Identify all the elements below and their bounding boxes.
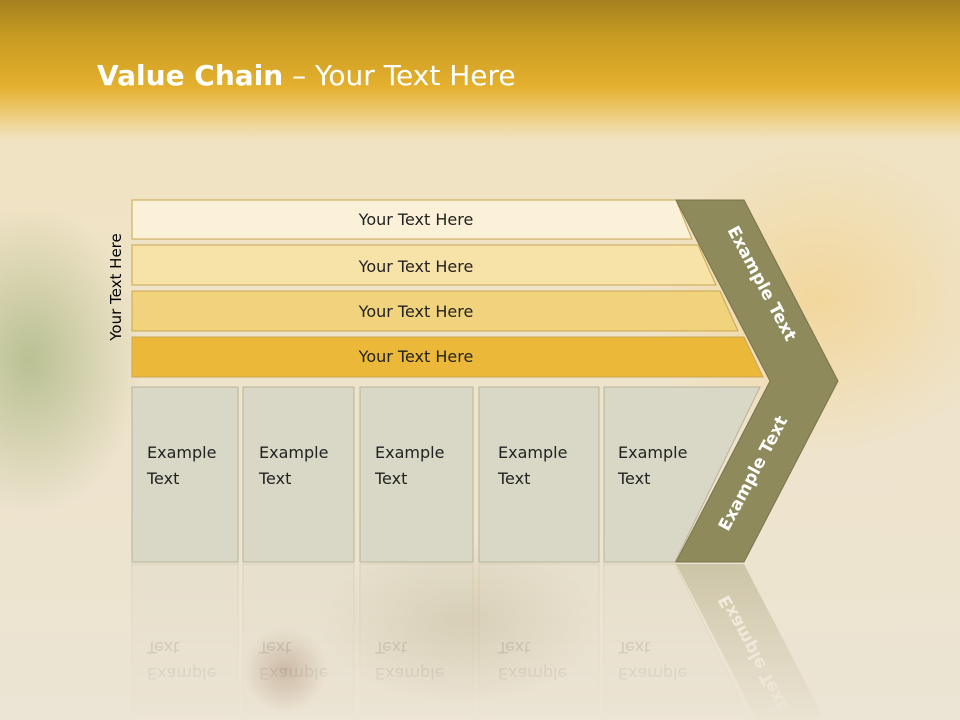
band-1 bbox=[131, 199, 693, 240]
reflection-box-1-line1: Example bbox=[147, 664, 216, 683]
box-1 bbox=[131, 386, 239, 563]
box-4-line1: Example bbox=[498, 443, 567, 462]
reflection-box-3-line2: Text bbox=[374, 638, 407, 657]
box-2-line2: Text bbox=[258, 469, 291, 488]
band-3 bbox=[131, 290, 739, 332]
box-1-line2: Text bbox=[146, 469, 179, 488]
box-5-line2: Text bbox=[617, 469, 650, 488]
band-4 bbox=[131, 336, 764, 378]
title-bold: Value Chain bbox=[97, 59, 284, 92]
reflection-box-2-line1: Example bbox=[259, 664, 328, 683]
band-4-label: Your Text Here bbox=[358, 347, 474, 366]
reflection-box-2-line2: Text bbox=[258, 638, 291, 657]
box-3-line2: Text bbox=[374, 469, 407, 488]
reflection-box-3-line1: Example bbox=[375, 664, 444, 683]
box-5 bbox=[603, 386, 761, 563]
reflection-box-5-line2: Text bbox=[617, 638, 650, 657]
title-rest: – Your Text Here bbox=[283, 59, 516, 92]
reflection-box-4-line1: Example bbox=[498, 664, 567, 683]
band-2 bbox=[131, 244, 717, 286]
header-band bbox=[0, 0, 960, 140]
band-3-label: Your Text Here bbox=[358, 302, 474, 321]
box-2-line1: Example bbox=[259, 443, 328, 462]
box-4 bbox=[478, 386, 600, 563]
slide-title: Value Chain – Your Text Here bbox=[97, 54, 516, 98]
boxes-group: Example Text Example Text Example Text E… bbox=[131, 386, 761, 563]
band-1-label: Your Text Here bbox=[358, 210, 474, 229]
band-2-label: Your Text Here bbox=[358, 257, 474, 276]
box-2 bbox=[242, 386, 355, 563]
box-4-line2: Text bbox=[497, 469, 530, 488]
box-3 bbox=[359, 386, 474, 563]
box-5-line1: Example bbox=[618, 443, 687, 462]
reflection-box-1-line2: Text bbox=[146, 638, 179, 657]
reflection-group: Example Text Example Text Example Text E… bbox=[131, 563, 826, 720]
bands-group: Your Text Here Your Text Here Your Text … bbox=[131, 199, 764, 378]
box-1-line1: Example bbox=[147, 443, 216, 462]
chevron-arrow bbox=[675, 199, 839, 563]
reflection-box-5-line1: Example bbox=[618, 664, 687, 683]
box-3-line1: Example bbox=[375, 443, 444, 462]
reflection-box-4-line2: Text bbox=[497, 638, 530, 657]
